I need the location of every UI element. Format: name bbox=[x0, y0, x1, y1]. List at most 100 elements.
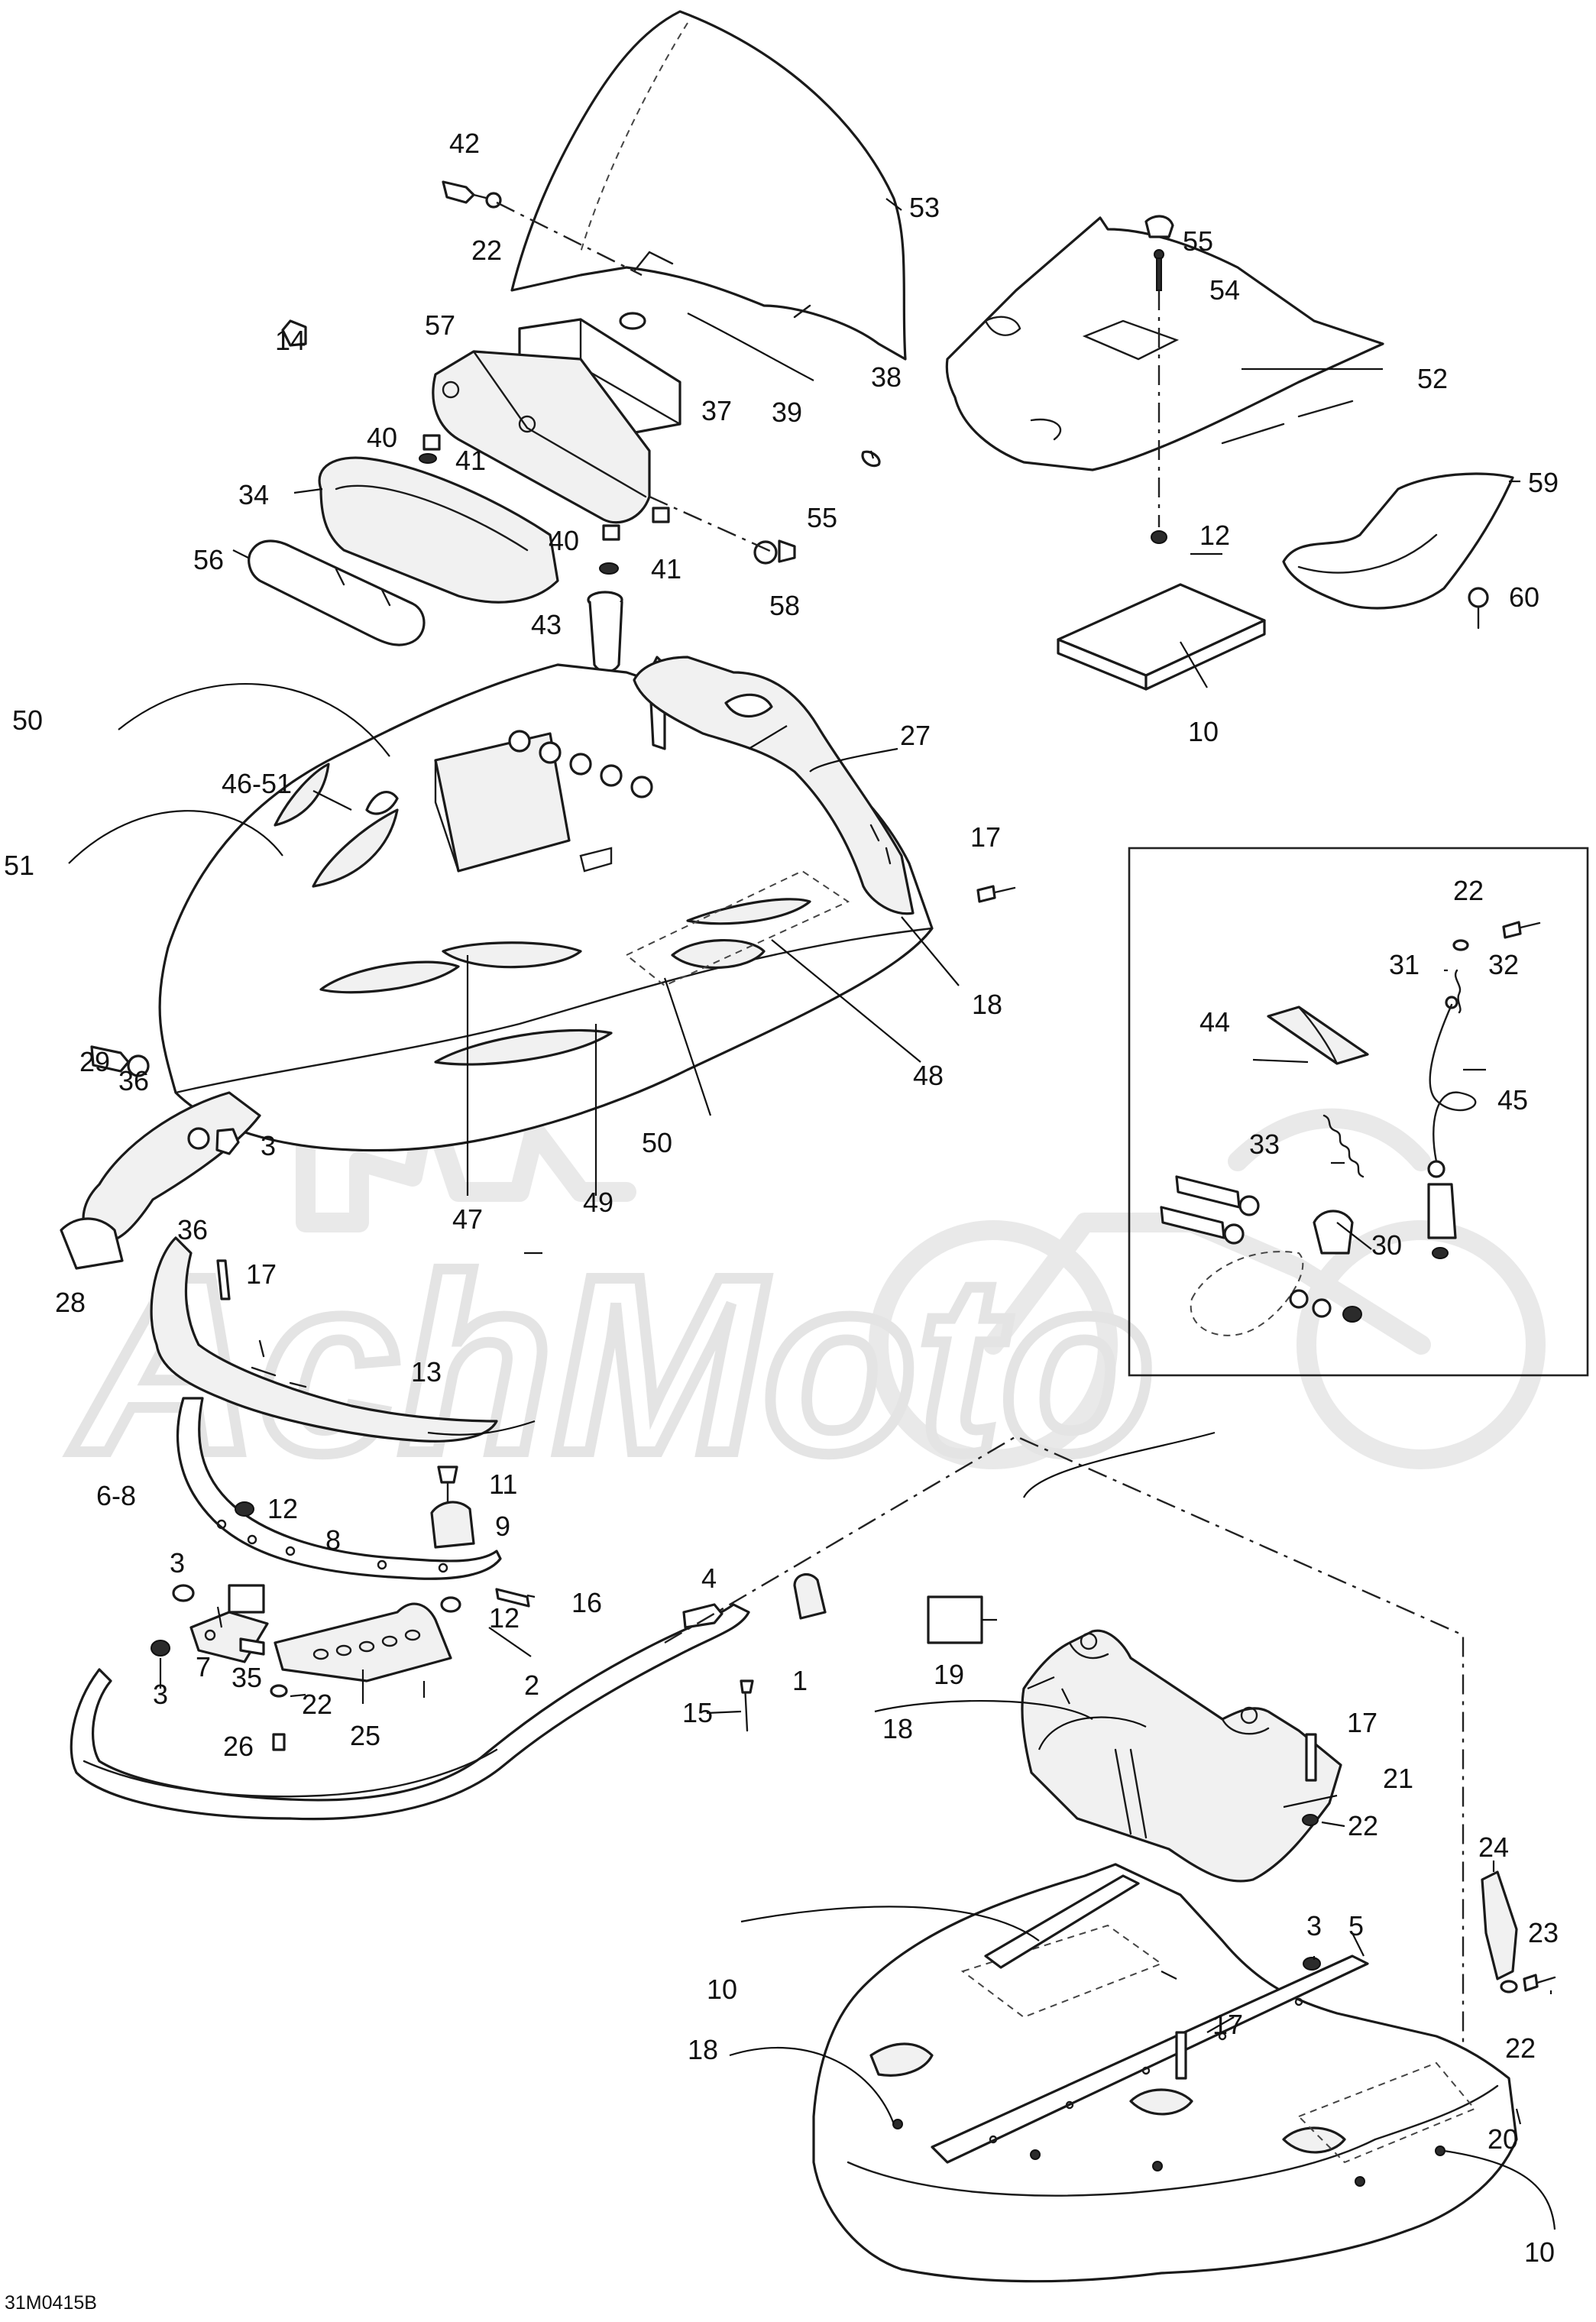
bumper-hardware bbox=[235, 1465, 530, 1613]
callout-42: 42 bbox=[449, 128, 481, 159]
callout-8: 8 bbox=[325, 1524, 342, 1556]
callout-39: 39 bbox=[772, 397, 803, 428]
front-bumper-bar bbox=[176, 1397, 502, 1580]
callout-3b: 3 bbox=[170, 1547, 186, 1579]
callout-37: 37 bbox=[701, 395, 733, 426]
callout-26: 26 bbox=[223, 1731, 254, 1762]
perforated-plate bbox=[270, 1602, 452, 1751]
belly-pan bbox=[812, 1863, 1518, 2283]
callout-9: 9 bbox=[495, 1511, 511, 1542]
callout-18b: 18 bbox=[882, 1713, 914, 1744]
callout-11: 11 bbox=[489, 1469, 518, 1500]
callout-10c: 10 bbox=[1524, 2236, 1556, 2268]
callout-34: 34 bbox=[238, 479, 270, 510]
callout-36: 36 bbox=[118, 1065, 150, 1096]
callout-53: 53 bbox=[909, 192, 940, 223]
callout-17c: 17 bbox=[1347, 1707, 1378, 1738]
callout-23: 23 bbox=[1528, 1917, 1559, 1948]
screw-60 bbox=[1468, 587, 1489, 630]
watermark-text: AchMoto bbox=[69, 1223, 1155, 1505]
callout-57: 57 bbox=[425, 309, 456, 341]
runner-rail bbox=[931, 1870, 1556, 2164]
rivet-17a bbox=[976, 885, 1016, 903]
callout-15: 15 bbox=[682, 1697, 714, 1728]
callout-16: 16 bbox=[571, 1587, 603, 1618]
upper-fasteners bbox=[281, 180, 881, 565]
callout-19: 19 bbox=[934, 1659, 965, 1690]
callout-55: 55 bbox=[1183, 225, 1214, 257]
callout-35: 35 bbox=[231, 1662, 263, 1693]
callout-22b: 22 bbox=[1453, 875, 1484, 906]
callout-22e: 22 bbox=[1505, 2032, 1536, 2064]
callout-12b: 12 bbox=[267, 1493, 299, 1524]
callout-5: 5 bbox=[1348, 1910, 1365, 1941]
callout-51: 51 bbox=[4, 850, 35, 881]
hood-hinge-bracket bbox=[60, 1045, 261, 1270]
callout-20: 20 bbox=[1488, 2123, 1519, 2155]
windshield bbox=[510, 10, 907, 361]
callout-46-51: 46-51 bbox=[222, 768, 293, 799]
callout-12c: 12 bbox=[489, 1602, 520, 1634]
deflector bbox=[1282, 472, 1514, 610]
callout-44: 44 bbox=[1199, 1006, 1231, 1038]
mount-bracket bbox=[151, 1584, 269, 1663]
right-upper-fasteners bbox=[1144, 215, 1174, 544]
callout-31: 31 bbox=[1389, 949, 1420, 980]
callout-14: 14 bbox=[275, 325, 306, 356]
callout-25: 25 bbox=[350, 1720, 381, 1751]
callout-6-8: 6-8 bbox=[96, 1480, 137, 1511]
callout-22: 22 bbox=[471, 235, 503, 266]
callout-22c: 22 bbox=[302, 1689, 333, 1720]
callout-3c: 3 bbox=[153, 1679, 169, 1710]
callout-38: 38 bbox=[871, 361, 902, 393]
callout-32: 32 bbox=[1488, 949, 1520, 980]
callout-40b: 40 bbox=[549, 525, 580, 556]
callout-49: 49 bbox=[583, 1187, 614, 1218]
leader-lines bbox=[68, 198, 1556, 2230]
callout-40: 40 bbox=[367, 422, 398, 453]
callout-54: 54 bbox=[1209, 274, 1241, 306]
callout-56: 56 bbox=[193, 544, 225, 575]
callout-17d: 17 bbox=[1212, 2009, 1244, 2040]
detail-inset bbox=[1128, 847, 1589, 1377]
callout-2: 2 bbox=[524, 1669, 540, 1701]
console-housing bbox=[419, 350, 670, 575]
callout-22d: 22 bbox=[1348, 1810, 1379, 1841]
seat-cover bbox=[318, 456, 559, 604]
grab-handle bbox=[248, 539, 426, 646]
callout-27: 27 bbox=[900, 720, 931, 751]
side-panel-upper bbox=[945, 216, 1384, 471]
rivet-17b bbox=[216, 1259, 231, 1300]
callout-10: 10 bbox=[1188, 716, 1219, 747]
callout-36b: 36 bbox=[177, 1214, 209, 1245]
callout-52: 52 bbox=[1417, 363, 1449, 394]
callout-21: 21 bbox=[1383, 1763, 1414, 1794]
callout-59: 59 bbox=[1528, 467, 1559, 498]
callout-45: 45 bbox=[1497, 1084, 1529, 1116]
inner-panel bbox=[927, 1595, 1342, 1883]
spacer-tube bbox=[587, 591, 623, 673]
callout-48: 48 bbox=[913, 1060, 944, 1091]
callout-58: 58 bbox=[769, 590, 801, 621]
dash-trim bbox=[633, 656, 915, 915]
callout-30: 30 bbox=[1371, 1229, 1403, 1261]
callout-29: 29 bbox=[79, 1046, 111, 1077]
bumper-end-hardware bbox=[682, 1572, 827, 1732]
callout-18: 18 bbox=[972, 989, 1003, 1020]
callout-50: 50 bbox=[12, 704, 44, 736]
callout-47: 47 bbox=[452, 1203, 484, 1235]
assembly-line bbox=[664, 1435, 1465, 2185]
callout-41b: 41 bbox=[651, 553, 682, 585]
callout-17b: 17 bbox=[246, 1258, 277, 1290]
foam-pad bbox=[1057, 583, 1266, 691]
callout-13: 13 bbox=[411, 1356, 442, 1388]
drawing-reference-code: 31M0415B bbox=[5, 2292, 97, 2314]
callout-7: 7 bbox=[196, 1651, 212, 1682]
callout-55b: 55 bbox=[807, 502, 838, 533]
callout-18c: 18 bbox=[688, 2034, 719, 2065]
callout-3: 3 bbox=[261, 1130, 277, 1161]
callout-3d: 3 bbox=[1306, 1910, 1322, 1941]
callout-12: 12 bbox=[1199, 520, 1231, 551]
